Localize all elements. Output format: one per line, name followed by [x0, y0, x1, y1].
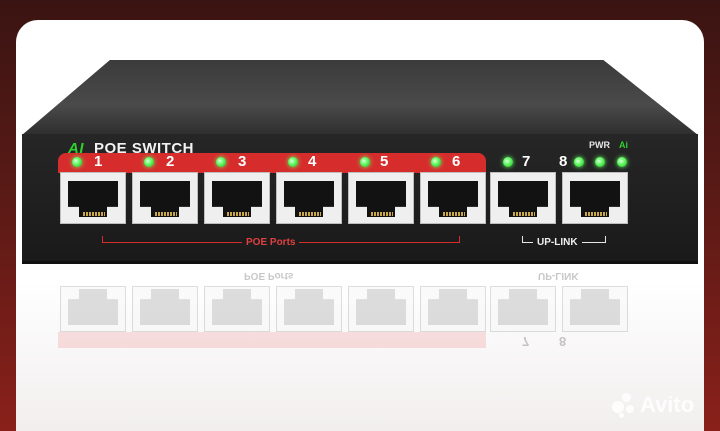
port-5-led [360, 157, 370, 167]
port-2-number: 2 [166, 153, 175, 170]
port-4-number: 4 [308, 153, 317, 170]
port-5-number: 5 [380, 153, 389, 170]
port-3-led [216, 157, 226, 167]
port-2-led [144, 157, 154, 167]
port-4-led [288, 157, 298, 167]
ethernet-port-3 [204, 172, 270, 224]
poe-port-band [58, 153, 486, 173]
ethernet-port-1 [60, 172, 126, 224]
ethernet-port-8 [562, 172, 628, 224]
avito-logo-icon [612, 393, 636, 418]
pwr-led [595, 157, 605, 167]
pwr-label: PWR [589, 140, 610, 150]
switch-reflection: POE Ports UP-LINK 7 8 [22, 266, 698, 356]
port-1-number: 1 [94, 153, 103, 170]
port-7-led [503, 157, 513, 167]
ai-logo: AI [68, 140, 84, 157]
reflection-uplink-label: UP-LINK [538, 270, 579, 281]
reflection-port-8: 8 [559, 334, 567, 349]
switch-front-panel: AI POE SWITCH PWR Ai 1 2 3 4 5 6 7 8 POE … [22, 134, 698, 264]
ethernet-port-6 [420, 172, 486, 224]
watermark-text: Avito [640, 392, 695, 417]
port-7-number: 7 [522, 153, 531, 170]
switch-title: POE SWITCH [94, 140, 195, 157]
poe-ports-label: POE Ports [242, 237, 300, 248]
port-6-number: 6 [452, 153, 461, 170]
ethernet-port-5 [348, 172, 414, 224]
ai-indicator-label: Ai [619, 140, 628, 150]
reflection-red-band [58, 332, 486, 348]
ai-led [617, 157, 627, 167]
reflection-poe-ports-label: POE Ports [244, 270, 294, 281]
reflection-port-7: 7 [522, 334, 530, 349]
port-8-led [574, 157, 584, 167]
switch-brand: AI POE SWITCH [68, 140, 194, 157]
watermark: Avito [612, 392, 694, 418]
port-6-led [431, 157, 441, 167]
uplink-label: UP-LINK [533, 237, 582, 248]
ethernet-port-7 [490, 172, 556, 224]
port-3-number: 3 [238, 153, 247, 170]
switch-top-panel [22, 60, 698, 135]
port-1-led [72, 157, 82, 167]
ethernet-port-4 [276, 172, 342, 224]
ethernet-port-2 [132, 172, 198, 224]
port-8-number: 8 [559, 153, 568, 170]
